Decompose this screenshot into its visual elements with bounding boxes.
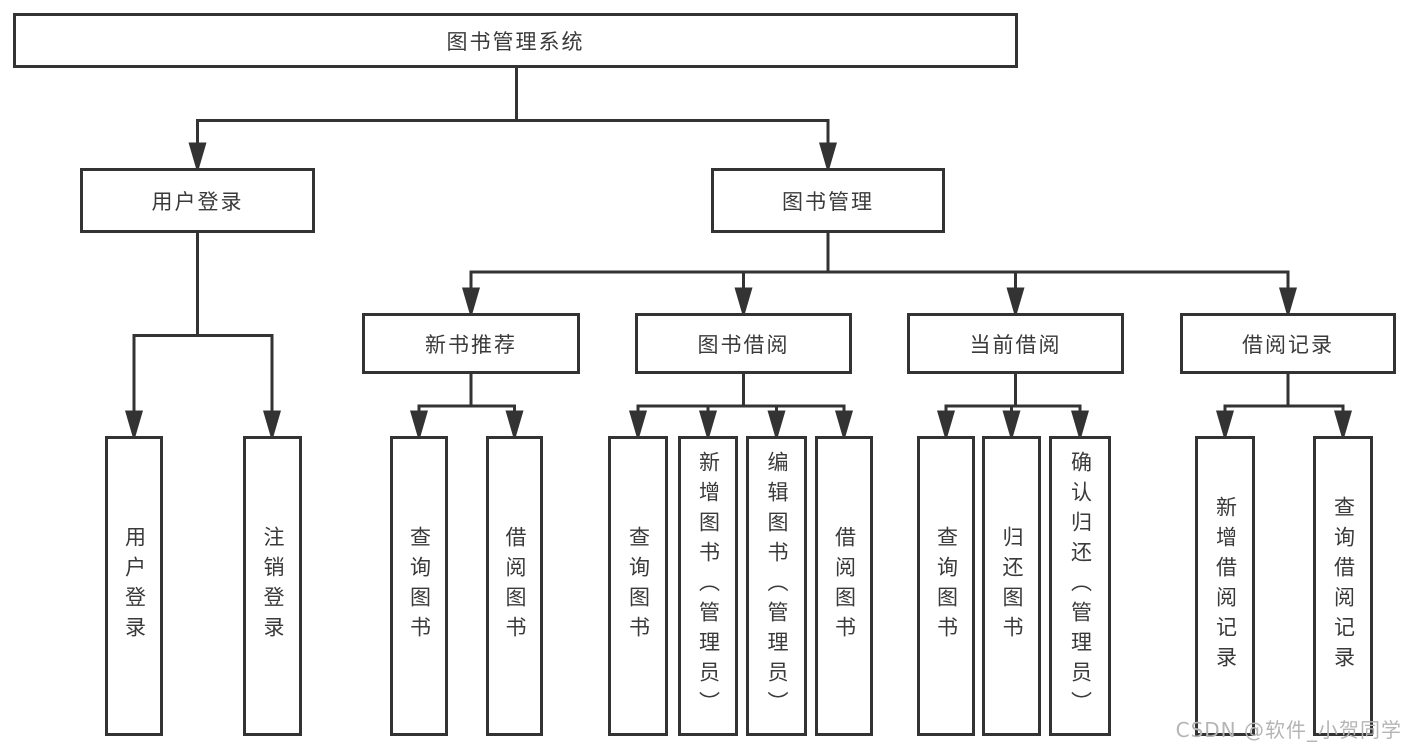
arrow-down-icon <box>462 287 480 319</box>
arrow-down-icon <box>835 410 853 442</box>
leaf-borrow-book: 借阅图书 <box>815 436 873 736</box>
arrow-down-icon <box>767 410 786 442</box>
connector-new-book-children <box>410 374 524 442</box>
arrow-down-icon <box>629 410 647 442</box>
leaf-edit-book-admin: 编辑图书（管理员） <box>746 436 807 736</box>
node-current-borrow: 当前借阅 <box>907 313 1124 374</box>
leaf-query-book-borrow: 查询图书 <box>608 436 668 736</box>
leaf-return-book: 归还图书 <box>982 436 1041 736</box>
arrow-down-icon <box>1071 410 1089 442</box>
arrow-down-icon <box>699 410 717 442</box>
leaf-confirm-return-admin: 确认归还（管理员） <box>1049 436 1111 736</box>
arrow-down-icon <box>734 287 753 319</box>
leaf-query-book-recommend: 查询图书 <box>390 436 448 736</box>
connector-book-mgmt-children <box>462 233 1297 319</box>
arrow-down-icon <box>1334 410 1352 442</box>
leaf-query-borrow-record: 查询借阅记录 <box>1313 436 1373 736</box>
arrow-down-icon <box>1006 287 1025 319</box>
arrow-down-icon <box>1216 410 1234 442</box>
connector-book-borrow-children <box>629 374 853 442</box>
leaf-query-book-current: 查询图书 <box>917 436 975 736</box>
arrow-down-icon <box>125 410 143 442</box>
node-root-system: 图书管理系统 <box>13 13 1018 68</box>
node-book-borrow: 图书借阅 <box>635 313 852 374</box>
connector-root-to-level2 <box>188 68 837 174</box>
connector-user-login-children <box>125 233 281 442</box>
node-user-login: 用户登录 <box>80 168 315 233</box>
node-new-book-recommend: 新书推荐 <box>362 313 580 374</box>
arrow-down-icon <box>1279 287 1297 319</box>
arrow-down-icon <box>188 142 207 174</box>
node-book-management: 图书管理 <box>711 168 945 233</box>
connector-current-borrow-children <box>937 374 1089 442</box>
leaf-logout-login: 注销登录 <box>243 436 302 736</box>
csdn-watermark: CSDN @软件_小贺同学 <box>1175 718 1402 742</box>
arrow-down-icon <box>505 410 524 442</box>
leaf-user-login: 用户登录 <box>105 436 163 736</box>
arrow-down-icon <box>410 410 428 442</box>
arrow-down-icon <box>819 142 837 174</box>
node-borrow-record: 借阅记录 <box>1180 313 1396 374</box>
arrow-down-icon <box>937 410 955 442</box>
leaf-add-borrow-record: 新增借阅记录 <box>1195 436 1255 736</box>
arrow-down-icon <box>263 410 281 442</box>
arrow-down-icon <box>1002 410 1021 442</box>
connector-borrow-record-children <box>1216 374 1352 442</box>
leaf-add-book-admin: 新增图书（管理员） <box>678 436 738 736</box>
leaf-borrow-book-recommend: 借阅图书 <box>486 436 543 736</box>
